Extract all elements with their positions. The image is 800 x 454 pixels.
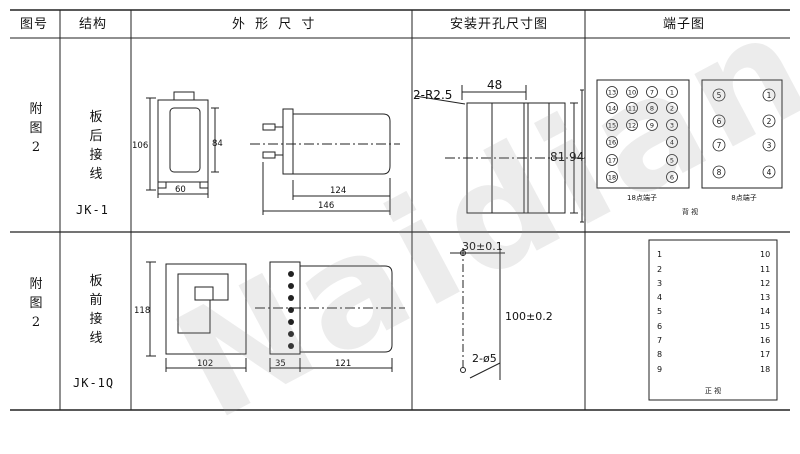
svg-text:5: 5	[657, 307, 662, 316]
table-grid	[10, 9, 790, 411]
terminal-8-label: 5	[717, 91, 722, 100]
svg-text:12: 12	[760, 279, 770, 288]
terminal-list: 1 2 3 4 5 6 7 8 9 10 11 12 13 14 15 16 1…	[657, 250, 770, 374]
row1-terminal-box-18	[596, 79, 690, 189]
header-terminal: 端子图	[663, 17, 706, 32]
terminal-18-label: 11	[628, 105, 636, 113]
terminal-18-label: 6	[670, 174, 674, 182]
svg-text:17: 17	[760, 350, 770, 359]
terminal-18-caption: 18点端子	[627, 193, 657, 202]
row1-terminal-box-8	[701, 79, 783, 189]
row1-front-outline	[146, 91, 219, 198]
row2-structure-label: 板前接线	[89, 274, 103, 346]
terminal-18-label: 3	[670, 122, 674, 130]
dim2-side-a: 35	[275, 359, 286, 369]
svg-text:11: 11	[760, 265, 770, 274]
svg-text:10: 10	[760, 250, 770, 259]
svg-text:16: 16	[760, 336, 770, 345]
rear-view-caption: 背 视	[682, 207, 698, 216]
dim2-front-width: 102	[197, 359, 213, 369]
terminal-18-grid: 13 10 7 1 14 11 8 2 15 12 9 3 16 4 17 5 …	[606, 86, 678, 183]
row2-side-view	[255, 261, 405, 372]
dim-mount-h1: 81	[550, 150, 565, 164]
row1-structure-label: 板后接线	[89, 110, 103, 182]
row2-front-outline	[146, 261, 247, 372]
terminal-8-label: 8	[717, 168, 722, 177]
header-outline-dims: 外 形 尺 寸	[232, 17, 318, 32]
terminal-8-label: 7	[717, 141, 722, 150]
row1-model: JK-1	[76, 203, 109, 217]
dim-side-total: 146	[318, 201, 334, 211]
terminal-8-label: 6	[717, 117, 722, 126]
dim-mount-radius: 2-R2.5	[413, 88, 452, 102]
svg-text:7: 7	[657, 336, 662, 345]
terminal-8-label: 1	[767, 91, 772, 100]
terminal-18-label: 13	[608, 89, 616, 97]
terminal-18-label: 4	[670, 139, 674, 147]
terminal-18-label: 2	[670, 105, 674, 113]
dim2-front-height: 118	[134, 306, 150, 316]
terminal-8-label: 3	[767, 141, 772, 150]
technical-drawings: 106 84 60 124 146 2-R2.5 48 81 94 118 10…	[132, 78, 783, 401]
dim2-mount-hole: 2-ø5	[472, 352, 497, 365]
svg-text:6: 6	[657, 322, 662, 331]
dim2-side-b: 121	[335, 359, 351, 369]
terminal-8-grid: 5 1 6 2 7 3 8 4	[712, 88, 776, 179]
svg-text:3: 3	[657, 279, 662, 288]
header-structure: 结构	[79, 17, 108, 32]
terminal-8-label: 4	[767, 168, 772, 177]
terminal-18-label: 7	[650, 89, 654, 97]
terminal-18-label: 15	[608, 122, 616, 130]
svg-text:2: 2	[657, 265, 662, 274]
row2-model: JK-1Q	[73, 376, 115, 390]
row1-side-view	[250, 108, 400, 215]
dim-side-depth: 124	[330, 186, 346, 196]
dim-mount-width: 48	[487, 78, 502, 92]
row1-mount-hole	[414, 85, 585, 223]
header-fig-no: 图号	[20, 17, 49, 32]
header-mount-hole: 安装开孔尺寸图	[450, 17, 549, 32]
terminal-18-label: 17	[608, 157, 616, 165]
svg-text:9: 9	[657, 365, 662, 374]
terminal-18-label: 16	[608, 139, 616, 147]
dim-front-inner-height: 84	[212, 139, 223, 149]
terminal-8-caption: 8点端子	[731, 193, 756, 202]
dim-front-height: 106	[132, 141, 148, 151]
svg-text:8: 8	[657, 350, 662, 359]
row2-screw-terminals	[288, 271, 294, 349]
svg-text:4: 4	[657, 293, 662, 302]
terminal-18-label: 8	[650, 105, 654, 113]
dim2-mount-top: 30±0.1	[462, 240, 503, 253]
terminal-8-label: 2	[767, 117, 772, 126]
svg-text:13: 13	[760, 293, 770, 302]
row2-terminal-box	[648, 239, 778, 401]
terminal-18-label: 10	[628, 89, 636, 97]
terminal-18-label: 12	[628, 122, 636, 130]
row2-mount-holes	[450, 248, 505, 380]
terminal-18-label: 5	[670, 157, 674, 165]
svg-text:18: 18	[760, 365, 770, 374]
front-view-caption: 正 视	[705, 386, 721, 395]
svg-text:14: 14	[760, 307, 770, 316]
svg-text:1: 1	[657, 250, 662, 259]
dim-mount-h2: 94	[569, 150, 584, 164]
terminal-18-label: 9	[650, 122, 654, 130]
terminal-18-label: 18	[608, 174, 616, 182]
svg-text:15: 15	[760, 322, 770, 331]
terminal-18-label: 1	[670, 89, 674, 97]
dim-front-width: 60	[175, 185, 186, 195]
terminal-18-label: 14	[608, 105, 616, 113]
dim2-mount-height: 100±0.2	[505, 310, 553, 323]
